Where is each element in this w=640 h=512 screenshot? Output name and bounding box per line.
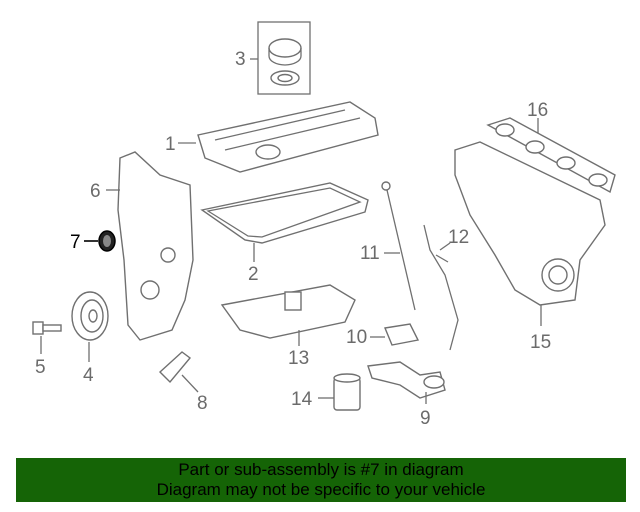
callout-2[interactable]: 2 <box>248 264 259 285</box>
callout-4[interactable]: 4 <box>83 365 94 386</box>
callout-10[interactable]: 10 <box>346 327 367 348</box>
part-4-crankshaft-pulley[interactable] <box>71 291 109 341</box>
callout-16[interactable]: 16 <box>527 100 548 121</box>
part-5-bolt[interactable] <box>32 321 62 335</box>
part-9-oil-pump-pickup[interactable] <box>367 361 446 399</box>
callout-14[interactable]: 14 <box>291 389 313 410</box>
part-1-valve-cover[interactable] <box>197 101 379 173</box>
part-15-intake-manifold[interactable] <box>454 141 606 306</box>
callout-3[interactable]: 3 <box>235 49 246 70</box>
part-10-gasket[interactable] <box>384 323 420 346</box>
callout-8[interactable]: 8 <box>197 393 208 414</box>
part-3-oil-filler-cap[interactable] <box>257 21 311 95</box>
part-16-intake-gasket[interactable] <box>486 117 616 194</box>
part-7-front-seal[interactable] <box>98 230 116 252</box>
callout-11[interactable]: 11 <box>360 243 380 264</box>
part-6-timing-cover[interactable] <box>117 151 194 341</box>
callout-7[interactable]: 7 <box>70 232 81 253</box>
callout-6[interactable]: 6 <box>90 181 101 202</box>
banner-line-1: Part or sub-assembly is #7 in diagram <box>178 460 464 479</box>
part-info-banner: Part or sub-assembly is #7 in diagram Di… <box>16 458 626 502</box>
part-14-oil-filter[interactable] <box>333 373 361 411</box>
callout-1[interactable]: 1 <box>165 134 176 155</box>
callout-12[interactable]: 12 <box>448 227 469 248</box>
callout-15[interactable]: 15 <box>530 332 551 353</box>
part-2-gasket[interactable] <box>200 182 369 244</box>
callout-9[interactable]: 9 <box>420 408 431 429</box>
part-8-sensor[interactable] <box>158 351 192 384</box>
part-12-dipstick-tube[interactable] <box>423 224 459 351</box>
part-13-oil-pan[interactable] <box>220 284 356 339</box>
callout-13[interactable]: 13 <box>288 348 309 369</box>
part-11-dipstick[interactable] <box>381 181 416 311</box>
banner-line-2: Diagram may not be specific to your vehi… <box>156 480 486 499</box>
callout-5[interactable]: 5 <box>35 357 46 378</box>
